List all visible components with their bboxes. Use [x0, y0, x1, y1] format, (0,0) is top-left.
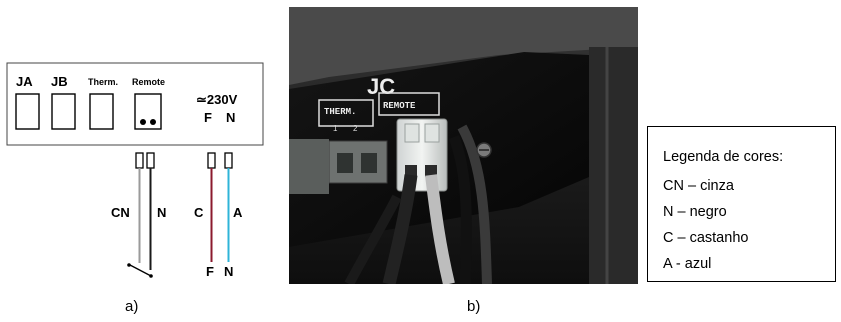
cable-dark-4: [344, 194, 402, 284]
label-cn: CN: [111, 205, 130, 220]
label-bottom-n: N: [224, 264, 233, 279]
cable-grey: [425, 174, 455, 284]
cable-black-2: [448, 135, 472, 284]
remote-latch-2: [424, 123, 440, 143]
terminal-therm: [89, 93, 114, 130]
label-jb: JB: [51, 74, 68, 89]
label-a: A: [233, 205, 243, 220]
caption-b: b): [467, 298, 481, 315]
label-pin-2: 2: [353, 124, 358, 133]
remote-hole-1: [405, 165, 417, 177]
legend-item-c: C – castanho: [663, 230, 749, 246]
label-pin-1: 1: [333, 124, 338, 133]
label-ja: JA: [16, 74, 33, 89]
connector-left-1: [135, 152, 144, 169]
label-voltage: ≃230V: [196, 92, 238, 107]
label-therm-b: THERM.: [324, 107, 356, 117]
switch-contact-2: [149, 274, 153, 278]
terminal-jb: [51, 93, 76, 130]
label-n: N: [226, 110, 235, 125]
label-bottom-f: F: [206, 264, 214, 279]
therm-socket-1: [337, 153, 353, 173]
label-n-wire: N: [157, 205, 166, 220]
label-therm: Therm.: [88, 77, 118, 87]
color-legend: Legenda de cores: CN – cinza N – negro C…: [647, 126, 836, 282]
enclosure-top: [289, 7, 638, 85]
therm-socket-2: [361, 153, 377, 173]
terminal-ja: [15, 93, 40, 130]
connector-right-1: [207, 152, 216, 169]
legend-item-cn: CN – cinza: [663, 178, 734, 194]
remote-label-box: [378, 92, 440, 116]
label-remote: Remote: [132, 77, 165, 87]
legend-item-a: A - azul: [663, 256, 712, 272]
connector-right-2: [224, 152, 233, 169]
right-rail: [589, 47, 638, 284]
caption-a: a): [125, 298, 139, 315]
label-c: C: [194, 205, 204, 220]
connector-photo: JC THERM. 1 2 REMOTE: [289, 7, 638, 284]
label-jc: JC: [367, 74, 395, 99]
remote-pin-1: [140, 119, 146, 125]
label-f: F: [204, 110, 212, 125]
therm-connector: [328, 140, 388, 184]
switch-contact-1: [127, 263, 131, 267]
terminal-remote: [134, 93, 162, 130]
remote-hole-2: [425, 165, 437, 177]
left-module: [289, 139, 329, 194]
cable-dark-1: [382, 174, 418, 284]
switch-lever: [129, 264, 152, 277]
cable-dark-3: [457, 124, 492, 284]
legend-item-n: N – negro: [663, 204, 727, 220]
wiring-diagram: JA JB Therm. Remote ≃230V F N CN N C A F…: [6, 62, 264, 279]
connector-left-2: [146, 152, 155, 169]
legend-title: Legenda de cores:: [663, 149, 784, 165]
therm-label-box: [318, 99, 374, 127]
remote-latch-1: [404, 123, 420, 143]
remote-pin-2: [150, 119, 156, 125]
label-remote-b: REMOTE: [383, 101, 416, 111]
